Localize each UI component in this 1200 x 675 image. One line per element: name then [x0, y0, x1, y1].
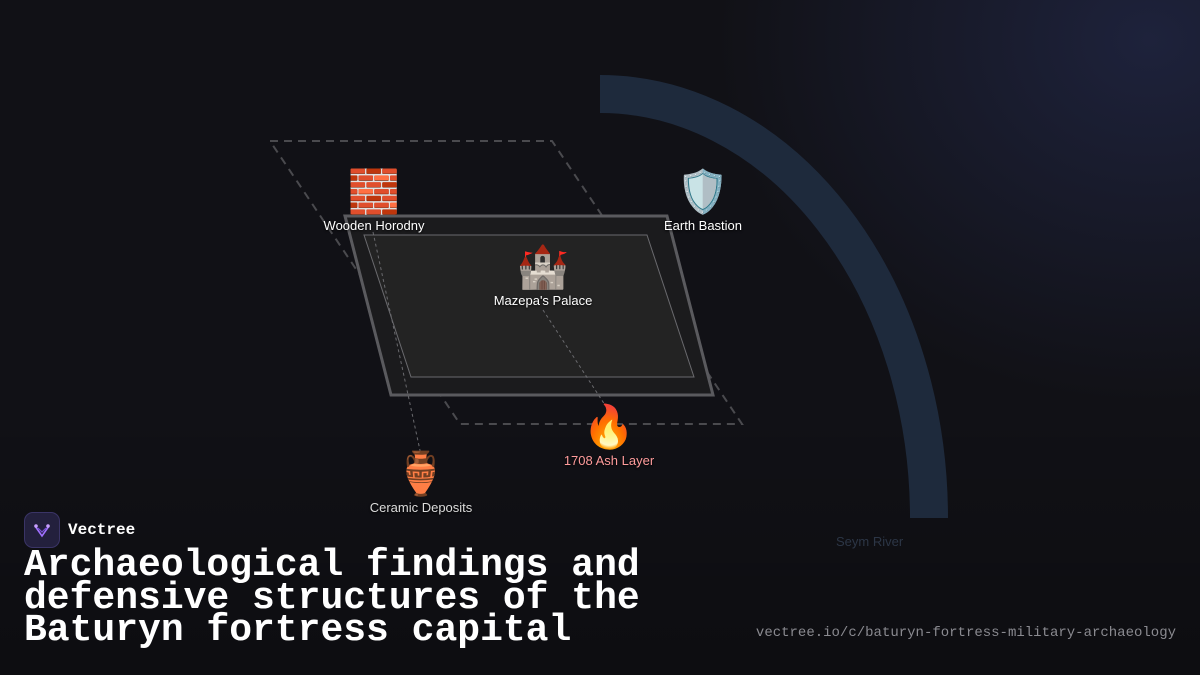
node-ash-layer[interactable]: 🔥 1708 Ash Layer — [563, 402, 655, 469]
brick-wall-icon: 🧱 — [347, 167, 401, 216]
brand-name: Vectree — [68, 521, 136, 539]
node-ceramic-deposits[interactable]: 🏺 Ceramic Deposits — [369, 449, 473, 516]
node-label: Wooden Horodny — [323, 218, 425, 233]
outer-rampart-outline — [268, 140, 744, 425]
connector-horodny-ceramic — [372, 231, 422, 456]
node-label: Ceramic Deposits — [369, 500, 473, 515]
page-title: Archaeological findings and defensive st… — [24, 544, 640, 652]
vectree-logo-icon — [24, 512, 60, 548]
node-label: 1708 Ash Layer — [563, 453, 655, 468]
connector-palace-ash — [542, 309, 606, 406]
node-earth-bastion[interactable]: 🛡️ Earth Bastion — [663, 167, 743, 234]
amphora-icon: 🏺 — [394, 449, 448, 498]
seym-river-arc — [599, 75, 948, 519]
citadel-courtyard — [363, 234, 695, 378]
source-url[interactable]: vectree.io/c/baturyn-fortress-military-a… — [755, 625, 1176, 641]
node-mazepa-palace[interactable]: 🏰 Mazepa's Palace — [493, 242, 593, 309]
node-wooden-horodny[interactable]: 🧱 Wooden Horodny — [323, 167, 425, 234]
fire-icon: 🔥 — [582, 402, 636, 451]
castle-icon: 🏰 — [516, 242, 570, 291]
shield-icon: 🛡️ — [676, 167, 730, 216]
brand: Vectree — [24, 512, 135, 548]
river-label: Seym River — [836, 534, 904, 549]
node-label: Mazepa's Palace — [493, 293, 593, 308]
node-label: Earth Bastion — [663, 218, 743, 233]
